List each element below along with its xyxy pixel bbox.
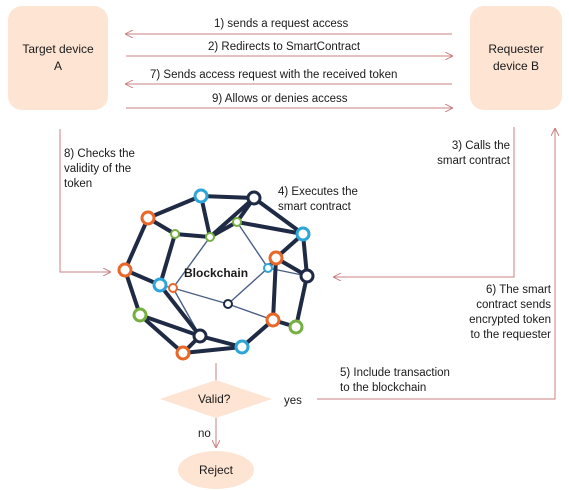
network-link [123,216,150,272]
network-inner-link [172,287,229,305]
network-node-blue [295,226,311,242]
network-node-orange [265,312,281,328]
step5-label: 5) Include transaction to the blockchain [340,367,450,394]
network-node-green [170,229,180,239]
network-inner-link [236,221,269,269]
arrow-step3 [334,127,515,277]
network-node-orange [140,210,156,226]
network-node-blue [193,188,209,204]
network-link [294,274,309,329]
network-link [271,256,278,322]
network-link [158,232,177,287]
network-link [208,196,256,239]
requester-device-sublabel: device B [492,59,540,73]
network-link [138,313,185,355]
step7-label: 7) Sends access request with the receive… [150,69,398,81]
requester-device-box: Requester device B [470,6,562,110]
decision-diamond [160,380,272,418]
step4-label: 4) Executes the smart contract [278,186,358,213]
network-node-dark [299,268,315,284]
network-node-blue [234,339,250,355]
target-device-sublabel: A [53,59,62,73]
network-node-green [288,319,304,335]
reject-label: Reject [199,463,234,477]
network-link [158,283,202,338]
network-node-orange [117,262,133,278]
network-link [199,194,256,200]
yes-branch-label: yes [284,395,302,407]
step9-label: 9) Allows or denies access [212,93,348,105]
network-node-orange [268,250,284,266]
network-link [252,196,305,236]
blockchain-network [117,188,315,361]
network-node-orange [175,345,191,361]
network-node-green [132,307,148,323]
network-inner-link [227,303,274,321]
decision-label: Valid? [198,392,231,406]
step3-label: 3) Calls the smart contract [437,140,510,167]
step1-label: 1) sends a request access [214,18,349,30]
network-node-orange [168,283,178,293]
requester-device-label: Requester [488,42,544,56]
network-link [138,313,202,338]
step2-label: 2) Redirects to SmartContract [208,41,361,53]
network-node-blue [263,263,273,273]
network-node-dark [246,190,262,206]
target-device-box: Target device A [8,6,108,110]
arrow-step8 [59,129,110,272]
network-link [123,268,142,317]
network-node-green [205,232,215,242]
arrow-step6 [317,129,555,400]
blockchain-label: Blockchain [184,266,249,280]
network-inner-link [172,236,211,289]
network-link [235,220,305,236]
network-node-dark [192,328,208,344]
reject-ellipse [178,451,254,489]
step8-label: 8) Checks the validity of the token [64,148,135,190]
network-node-dark [223,299,233,309]
network-link [173,232,212,239]
network-node-blue [152,277,168,293]
network-node-green [232,217,242,227]
network-inner-link [227,267,269,305]
target-device-label: Target device [22,42,94,56]
no-branch-label: no [198,428,211,440]
network-link [146,194,203,220]
step6-label: 6) The smart contract sends encrypted to… [469,284,551,341]
network-link [181,345,244,355]
